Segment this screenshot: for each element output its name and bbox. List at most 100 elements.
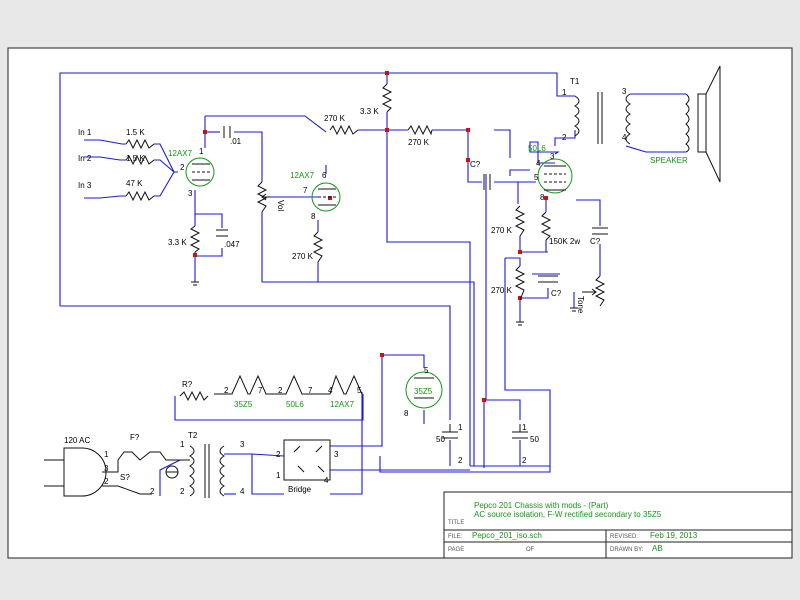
pin-label: 2: [150, 487, 155, 496]
tube-elements: [192, 163, 566, 399]
vol-label: Vol: [276, 200, 285, 211]
pin-label: 3: [240, 440, 245, 449]
potentiometer-wipers: [261, 193, 597, 296]
input-2-label: In 2: [78, 154, 92, 163]
switch-label: S?: [120, 473, 130, 482]
pin-label: 4: [324, 476, 329, 485]
r-cathode2-label: 270 K: [292, 252, 314, 261]
pin-label: 7: [258, 386, 263, 395]
drawn-value: AB: [652, 544, 663, 553]
drawn-field-label: DRAWN BY:: [610, 547, 644, 553]
title-line-2: AC source isolation, F-W rectified secon…: [474, 510, 662, 519]
pin-label: 7: [303, 186, 308, 195]
r-plate2-label: 270 K: [408, 138, 430, 147]
pin-label: 3: [188, 189, 193, 198]
power-input-section: [44, 439, 331, 498]
speaker-icon: [685, 65, 721, 183]
pin-label: 4: [536, 159, 541, 168]
pin-label: 2: [276, 450, 281, 459]
cap2-label: 50: [530, 435, 539, 444]
page-field-label: PAGE: [448, 547, 464, 553]
pin-numbers: 1 2 3 6 7 8 3 4 5 8 1 2 3 4 2 7 2 7 4 5 …: [104, 87, 627, 496]
c-tone-label: C?: [590, 237, 601, 246]
bridge-label: Bridge: [288, 485, 312, 494]
pin-label: 1: [562, 88, 567, 97]
title-line-1: Pepco 201 Chassis with mods - (Part): [474, 501, 609, 510]
r-grid-label: 270 K: [491, 226, 513, 235]
heater-12ax7-label: 12AX7: [330, 400, 355, 409]
c-cathode1-label: .047: [224, 240, 240, 249]
revised-field-label: REVISED:: [610, 534, 638, 540]
v2-label: 12AX7: [290, 171, 315, 180]
v1-label: 12AX7: [168, 149, 193, 158]
pin-label: 6: [322, 171, 327, 180]
r-grid2-label: 270 K: [491, 286, 513, 295]
pin-label: 3: [622, 87, 627, 96]
pin-label: 1: [199, 147, 204, 156]
pin-label: 4: [328, 386, 333, 395]
heater-filaments: [214, 374, 363, 395]
rectifier-label: 35Z5: [414, 387, 433, 396]
pin-label: 5: [357, 386, 362, 395]
pin-label: 1: [522, 423, 527, 432]
pin-label: 1: [458, 423, 463, 432]
title-field-label: TITLE: [448, 520, 464, 526]
heater-35z5-label: 35Z5: [234, 400, 253, 409]
pin-label: 8: [311, 212, 316, 221]
pin-label: 3: [334, 450, 339, 459]
c-coupling-label: .01: [230, 137, 242, 146]
pin-label: 1: [104, 450, 109, 459]
pin-label: 8: [404, 409, 409, 418]
vacuum-tubes: [185, 157, 573, 409]
r-screen-label: 150K 2w: [549, 237, 580, 246]
pin-label: 5: [534, 173, 539, 182]
pin-label: 2: [104, 477, 109, 486]
pin-label: 2: [458, 456, 463, 465]
pin-label: 1: [276, 471, 281, 480]
r-in3-label: 47 K: [126, 179, 143, 188]
revised-value: Feb 19, 2013: [650, 531, 698, 540]
capacitors: [216, 126, 608, 439]
pin-label: 2: [278, 386, 283, 395]
c-bypass-label: C?: [551, 289, 562, 298]
pin-label: 3: [104, 464, 109, 473]
tone-label: Tone: [576, 296, 585, 314]
input-3-label: In 3: [78, 181, 92, 190]
t1-label: T1: [570, 77, 580, 86]
c-grid-label: C?: [470, 160, 481, 169]
pin-label: 2: [180, 163, 185, 172]
speaker-label: SPEAKER: [650, 156, 688, 165]
fuse-label: F?: [130, 433, 140, 442]
file-field-label: FILE:: [448, 534, 463, 540]
of-field-label: OF: [526, 547, 535, 553]
pin-label: 5: [424, 366, 429, 375]
r-plate-label: 3.3 K: [360, 107, 379, 116]
pin-label: 2: [180, 487, 185, 496]
ground-symbols: [191, 281, 578, 326]
pin-label: 3: [550, 152, 555, 161]
pin-label: 1: [180, 440, 185, 449]
r-in2-label: 1.5 K: [126, 154, 145, 163]
file-value: Pepco_201_iso.sch: [472, 531, 542, 540]
heater-50l6-label: 50L6: [286, 400, 304, 409]
pin-label: 4: [622, 133, 627, 142]
input-1-label: In 1: [78, 128, 92, 137]
part-labels: 1.5 K 1.5 K 47 K 12AX7 .01 3.3 K .047 Vo…: [64, 77, 688, 494]
pin-label: 4: [240, 487, 245, 496]
wiring: [59, 72, 686, 496]
title-block: TITLE Pepco 201 Chassis with mods - (Par…: [443, 491, 793, 559]
cap1-label: 50: [436, 435, 445, 444]
output-transformer: [574, 92, 631, 145]
schematic-sheet: [7, 47, 793, 559]
r-heater-label: R?: [182, 380, 193, 389]
resistors: [125, 83, 606, 402]
pin-label: 2: [562, 133, 567, 142]
r-cathode1-label: 3.3 K: [168, 238, 187, 247]
pin-label: 2: [522, 456, 527, 465]
ac-label: 120 AC: [64, 436, 90, 445]
r-in1-label: 1.5 K: [126, 128, 145, 137]
junction-dots: [193, 71, 548, 402]
pin-label: 2: [224, 386, 229, 395]
v3-label: 50L6: [528, 144, 546, 153]
